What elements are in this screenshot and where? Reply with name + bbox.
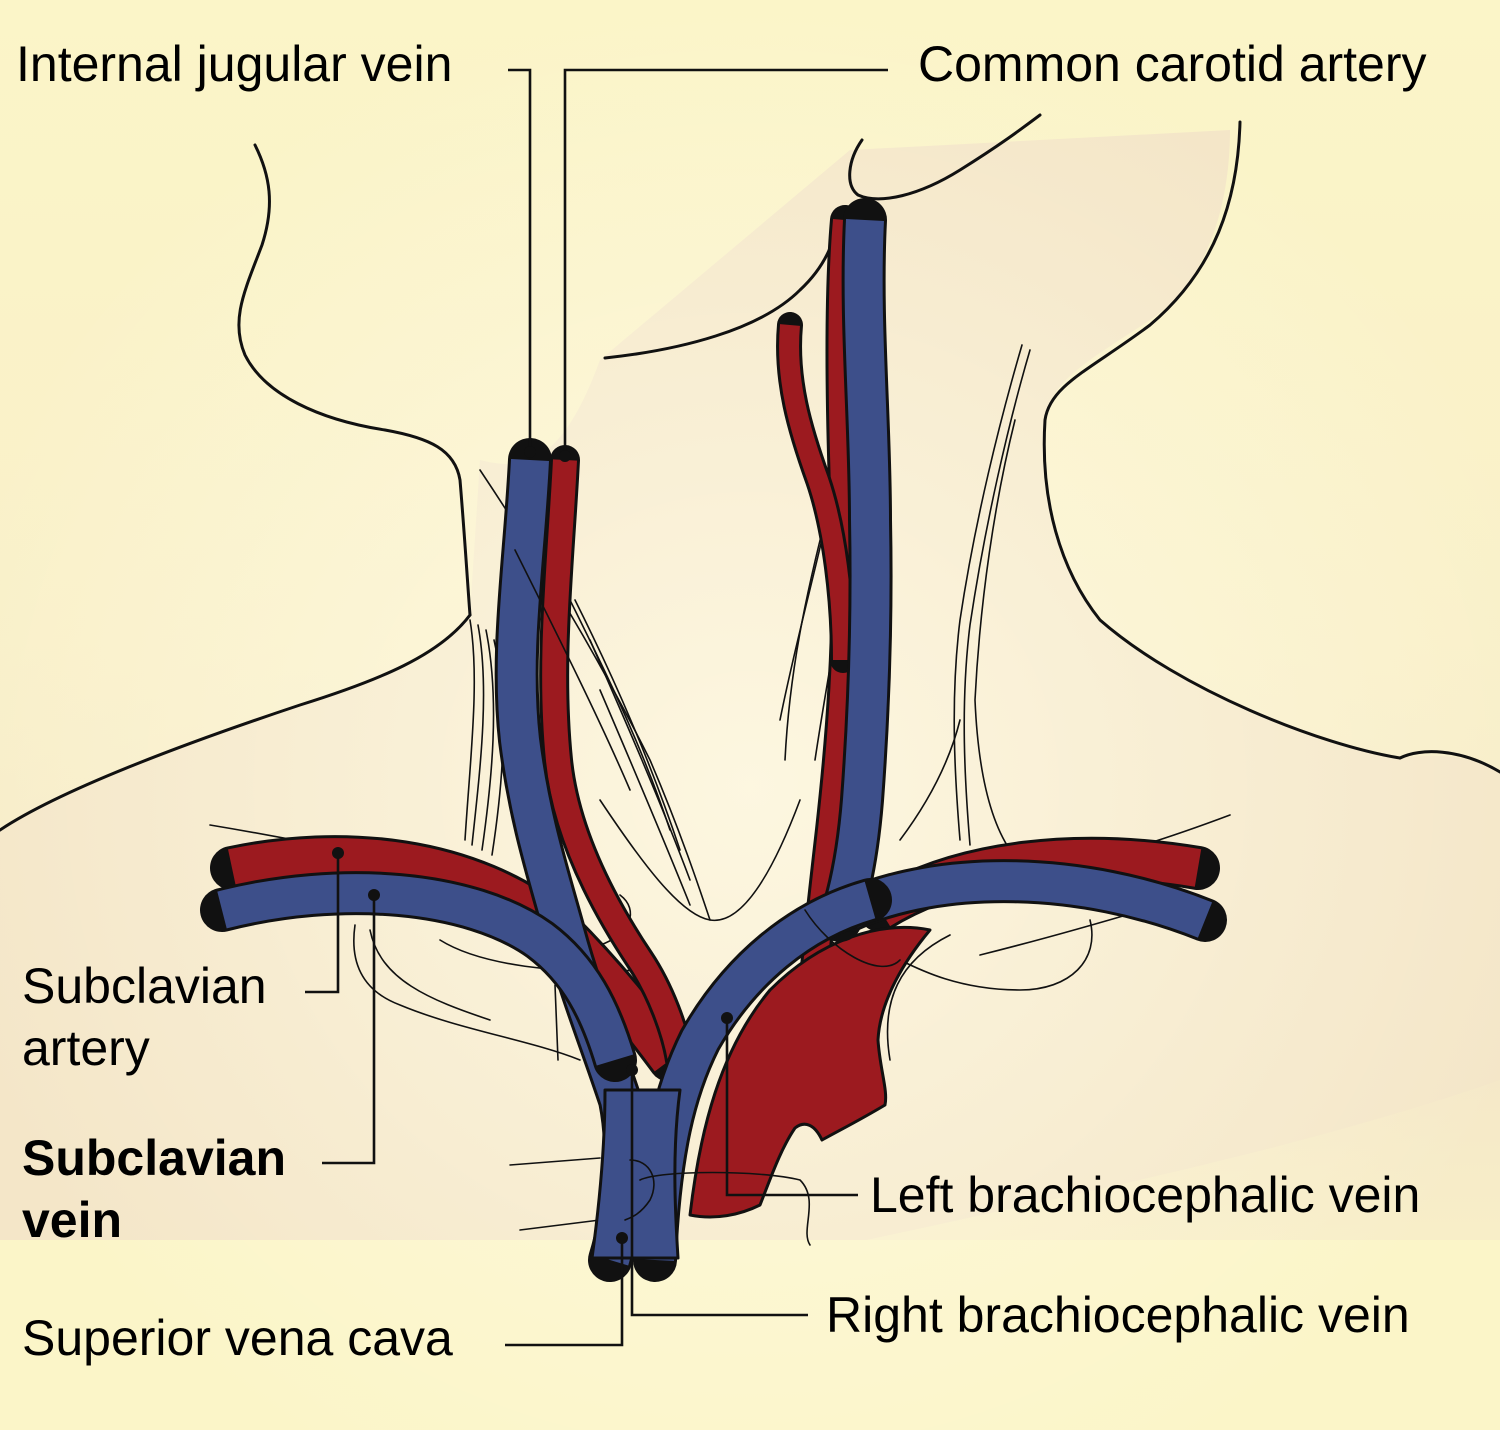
right-shoulder-outline [0, 613, 472, 832]
veins [200, 198, 1227, 1282]
label-subclavian-vein-line2: vein [22, 1192, 123, 1248]
label-internal-jugular-vein: Internal jugular vein [16, 36, 453, 92]
label-left-brachiocephalic-vein: Left brachiocephalic vein [870, 1167, 1421, 1223]
right-common-carotid-artery [542, 459, 692, 1063]
superior-vena-cava [590, 1088, 682, 1260]
left-neck-outline [1042, 120, 1402, 760]
label-subclavian-vein-line1: Subclavian [22, 1130, 286, 1186]
right-subclavian-vein [217, 874, 634, 1066]
right-neck-outline [237, 143, 472, 617]
midline-contour [599, 799, 801, 922]
label-superior-vena-cava: Superior vena cava [22, 1310, 453, 1366]
label-common-carotid-artery: Common carotid artery [918, 36, 1427, 92]
chin-outline [848, 113, 1042, 201]
leader-lines [305, 68, 888, 1347]
left-shoulder-outline [1398, 750, 1500, 774]
aortic-arch [688, 926, 932, 1219]
label-subclavian-artery-line2: artery [22, 1020, 150, 1076]
left-internal-jugular-vein [821, 219, 890, 927]
label-right-brachiocephalic-vein: Right brachiocephalic vein [826, 1287, 1410, 1343]
label-subclavian-artery-line1: Subclavian [22, 958, 267, 1014]
